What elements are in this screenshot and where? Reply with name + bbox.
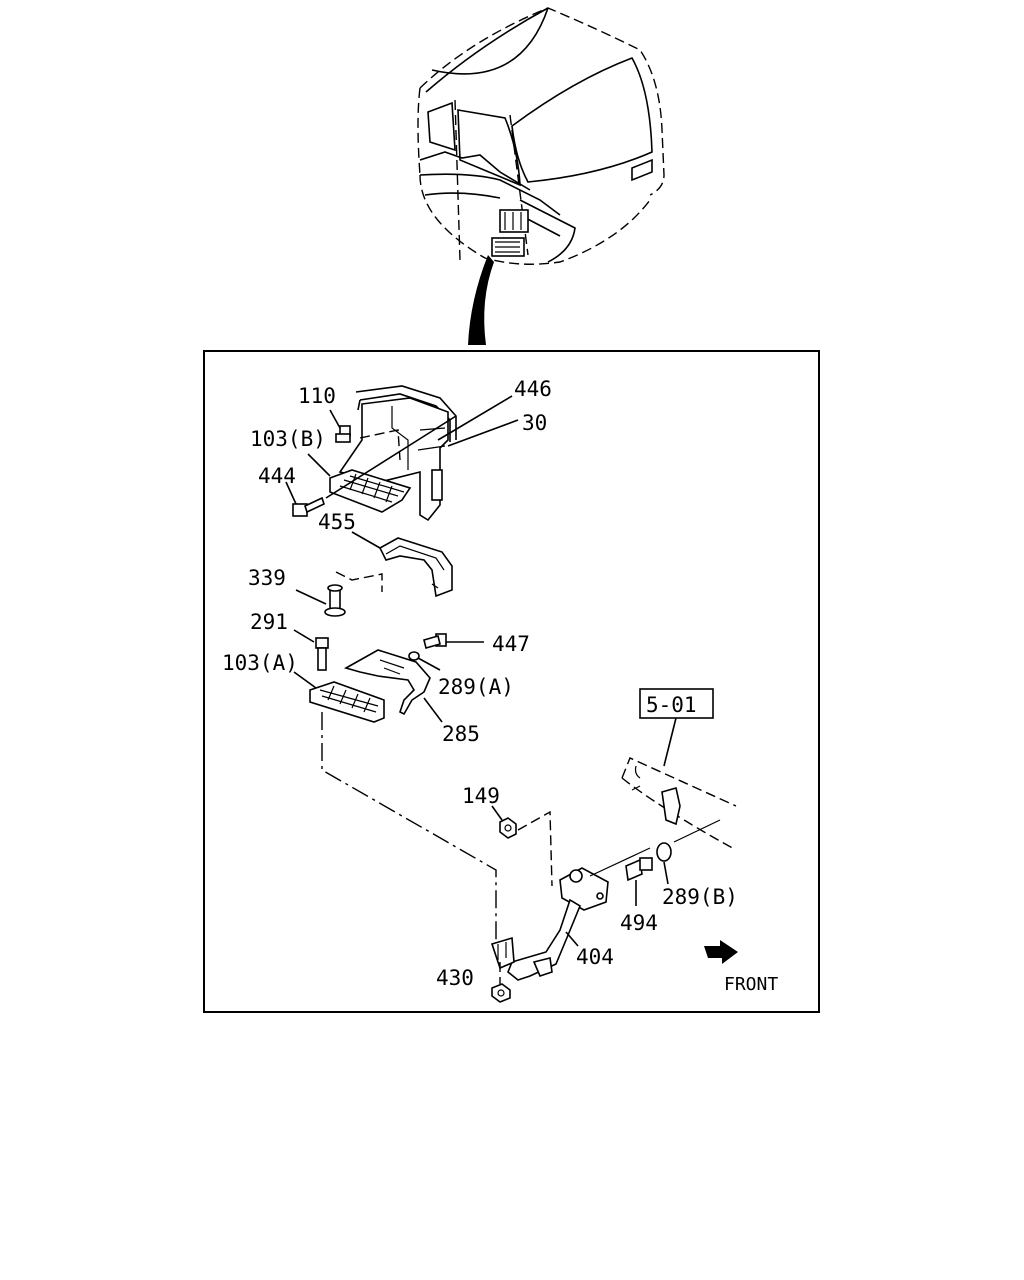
reference-box bbox=[639, 688, 714, 719]
label-339: 339 bbox=[248, 566, 286, 590]
truck-cab-illustration bbox=[417, 7, 665, 265]
bolt-444 bbox=[292, 496, 325, 517]
upper-step-bracket bbox=[329, 385, 457, 522]
label-289b: 289(B) bbox=[662, 885, 738, 909]
lower-step-103a bbox=[309, 681, 385, 723]
detail-frame bbox=[203, 350, 820, 1013]
washer-289a bbox=[408, 651, 420, 661]
label-444: 444 bbox=[258, 464, 296, 488]
step-bracket-404 bbox=[490, 847, 651, 981]
nut-430 bbox=[491, 983, 511, 1003]
label-289a: 289(A) bbox=[438, 675, 514, 699]
front-label: FRONT bbox=[724, 974, 778, 995]
label-285: 285 bbox=[442, 722, 480, 746]
label-455: 455 bbox=[318, 510, 356, 534]
nut-149 bbox=[499, 817, 517, 839]
label-494: 494 bbox=[620, 911, 658, 935]
label-149: 149 bbox=[462, 784, 500, 808]
detail-pointer-arrow bbox=[468, 255, 494, 345]
label-430: 430 bbox=[436, 966, 474, 990]
label-447: 447 bbox=[492, 632, 530, 656]
clamp-455 bbox=[378, 537, 453, 598]
label-446: 446 bbox=[514, 377, 552, 401]
bolt-447 bbox=[423, 633, 447, 649]
pin-339 bbox=[324, 584, 346, 617]
bolt-110 bbox=[335, 425, 351, 443]
label-103a: 103(A) bbox=[222, 651, 298, 675]
label-110: 110 bbox=[298, 384, 336, 408]
washer-289b bbox=[656, 842, 672, 862]
front-arrow-icon bbox=[704, 940, 738, 964]
bolt-291 bbox=[315, 637, 329, 671]
bolt-494 bbox=[625, 857, 653, 882]
reference-label: 5-01 bbox=[646, 693, 697, 717]
chassis-frame bbox=[621, 757, 737, 851]
label-30: 30 bbox=[522, 411, 547, 435]
step-bracket-285 bbox=[343, 649, 431, 716]
label-103b: 103(B) bbox=[250, 427, 326, 451]
label-291: 291 bbox=[250, 610, 288, 634]
label-404: 404 bbox=[576, 945, 614, 969]
